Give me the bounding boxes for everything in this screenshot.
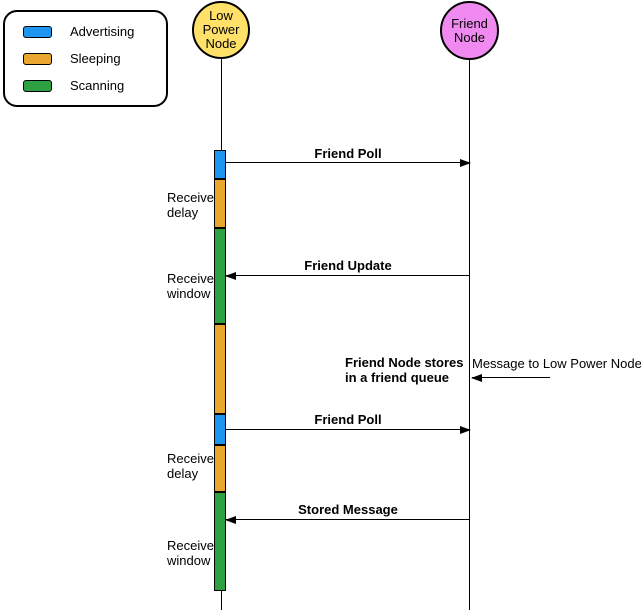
legend-label-scanning: Scanning xyxy=(70,78,125,93)
note-incoming-message: Message to Low Power Node xyxy=(472,356,641,371)
arrowhead-left-icon xyxy=(225,516,236,524)
message-arrow-friend-update xyxy=(225,272,470,280)
note-receive-window-1: Receive window xyxy=(167,271,214,301)
arrowhead-left-icon xyxy=(225,272,236,280)
legend: Advertising Sleeping Scanning xyxy=(3,10,168,107)
note-receive-delay-2: Receive delay xyxy=(167,451,214,481)
activation-bar-sleeping-3 xyxy=(214,445,226,492)
legend-item-sleeping: Sleeping xyxy=(23,51,166,66)
message-arrow-friend-poll-1 xyxy=(226,159,471,167)
message-label-friend-update: Friend Update xyxy=(304,258,392,273)
activation-bar-sleeping-2 xyxy=(214,324,226,414)
legend-item-scanning: Scanning xyxy=(23,78,166,93)
note-receive-delay-1: Receive delay xyxy=(167,190,214,220)
lifeline-friend-node xyxy=(469,59,470,610)
arrowhead-right-icon xyxy=(460,159,471,167)
sleeping-color-swatch xyxy=(23,52,52,65)
message-label-friend-poll-1: Friend Poll xyxy=(314,146,382,161)
actor-low-power-node: Low Power Node xyxy=(192,1,250,59)
message-label-stored-message: Stored Message xyxy=(298,502,398,517)
legend-label-advertising: Advertising xyxy=(70,24,135,39)
actor-low-power-node-label: Low Power Node xyxy=(202,8,240,51)
activation-bar-scanning-2 xyxy=(214,492,226,591)
message-arrow-friend-poll-2 xyxy=(226,426,471,434)
scanning-color-swatch xyxy=(23,79,52,92)
actor-friend-node-label: Friend Node xyxy=(451,15,488,45)
incoming-message-arrow xyxy=(471,374,550,382)
arrowhead-left-icon xyxy=(471,374,482,382)
legend-item-advertising: Advertising xyxy=(23,24,166,39)
note-receive-window-2: Receive window xyxy=(167,538,214,568)
message-arrow-stored-message xyxy=(225,516,470,524)
legend-label-sleeping: Sleeping xyxy=(70,51,121,66)
arrowhead-right-icon xyxy=(460,426,471,434)
message-label-friend-poll-2: Friend Poll xyxy=(314,412,382,427)
activation-bar-advertising-1 xyxy=(214,150,226,179)
actor-friend-node: Friend Node xyxy=(440,1,499,60)
activation-bar-sleeping-1 xyxy=(214,179,226,228)
note-friend-queue: Friend Node stores in a friend queue xyxy=(345,355,464,385)
activation-bar-advertising-2 xyxy=(214,414,226,445)
advertising-color-swatch xyxy=(23,25,52,38)
